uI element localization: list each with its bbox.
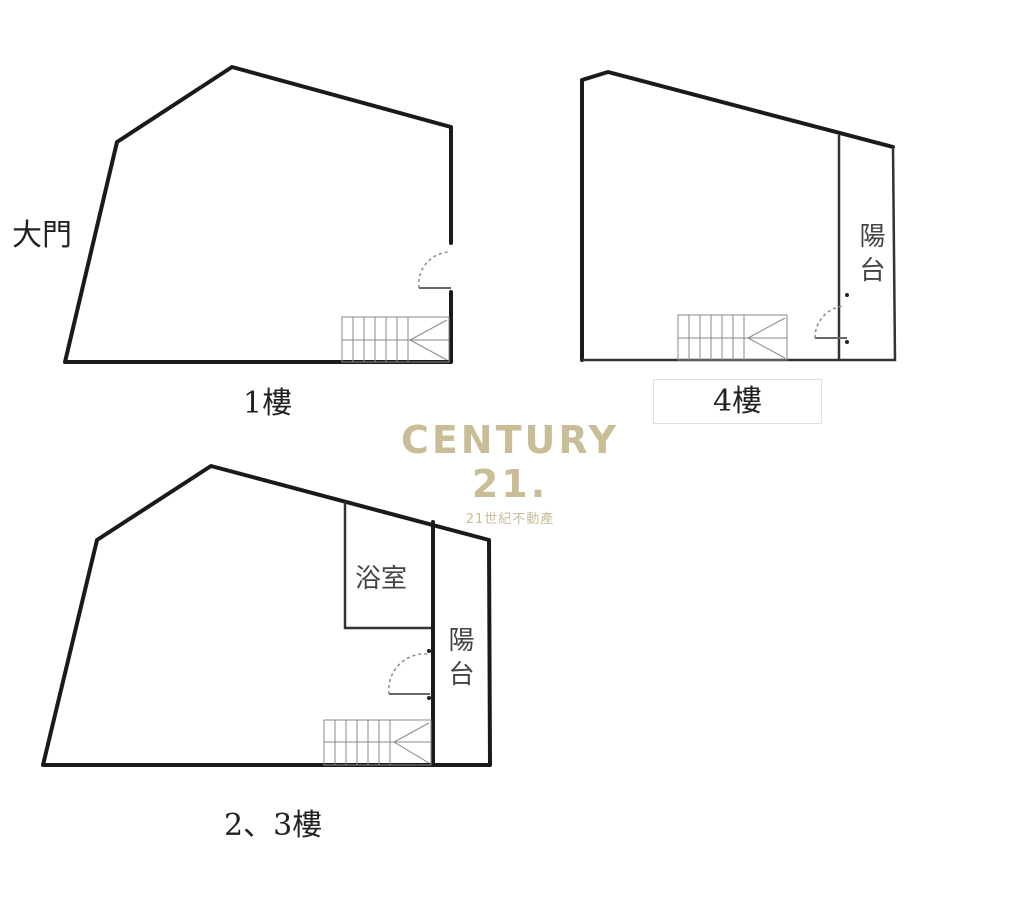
brand-subtitle: 21世紀不動產 <box>465 512 555 527</box>
balcony-label-2f-3f: 陽台 <box>444 626 474 694</box>
door-swing-icon <box>814 293 849 344</box>
century21-watermark: CENTURY 21. 21世紀不動產 <box>360 418 660 527</box>
door-swing-icon <box>388 649 431 700</box>
plan-4f <box>580 70 897 362</box>
bathroom-label: 浴室 <box>355 564 408 594</box>
staircase-icon <box>677 314 788 361</box>
plan-1f <box>63 65 453 364</box>
brand-logo: CENTURY 21. <box>400 418 620 506</box>
floor-label-2f-3f: 2、3樓 <box>224 808 323 843</box>
main-entrance-label: 大門 <box>12 218 72 253</box>
bathroom-wall <box>343 502 432 630</box>
staircase-icon <box>323 719 432 766</box>
outer-wall-4f <box>580 70 895 362</box>
staircase-icon <box>341 316 450 363</box>
floor-label-4f: 4樓 <box>653 379 822 424</box>
floor-label-1f: 1樓 <box>243 386 293 421</box>
plan-2f-3f <box>41 464 492 767</box>
door-swing-icon <box>417 251 451 289</box>
balcony-label-4f: 陽台 <box>855 222 885 290</box>
outer-wall-1f <box>63 65 453 364</box>
